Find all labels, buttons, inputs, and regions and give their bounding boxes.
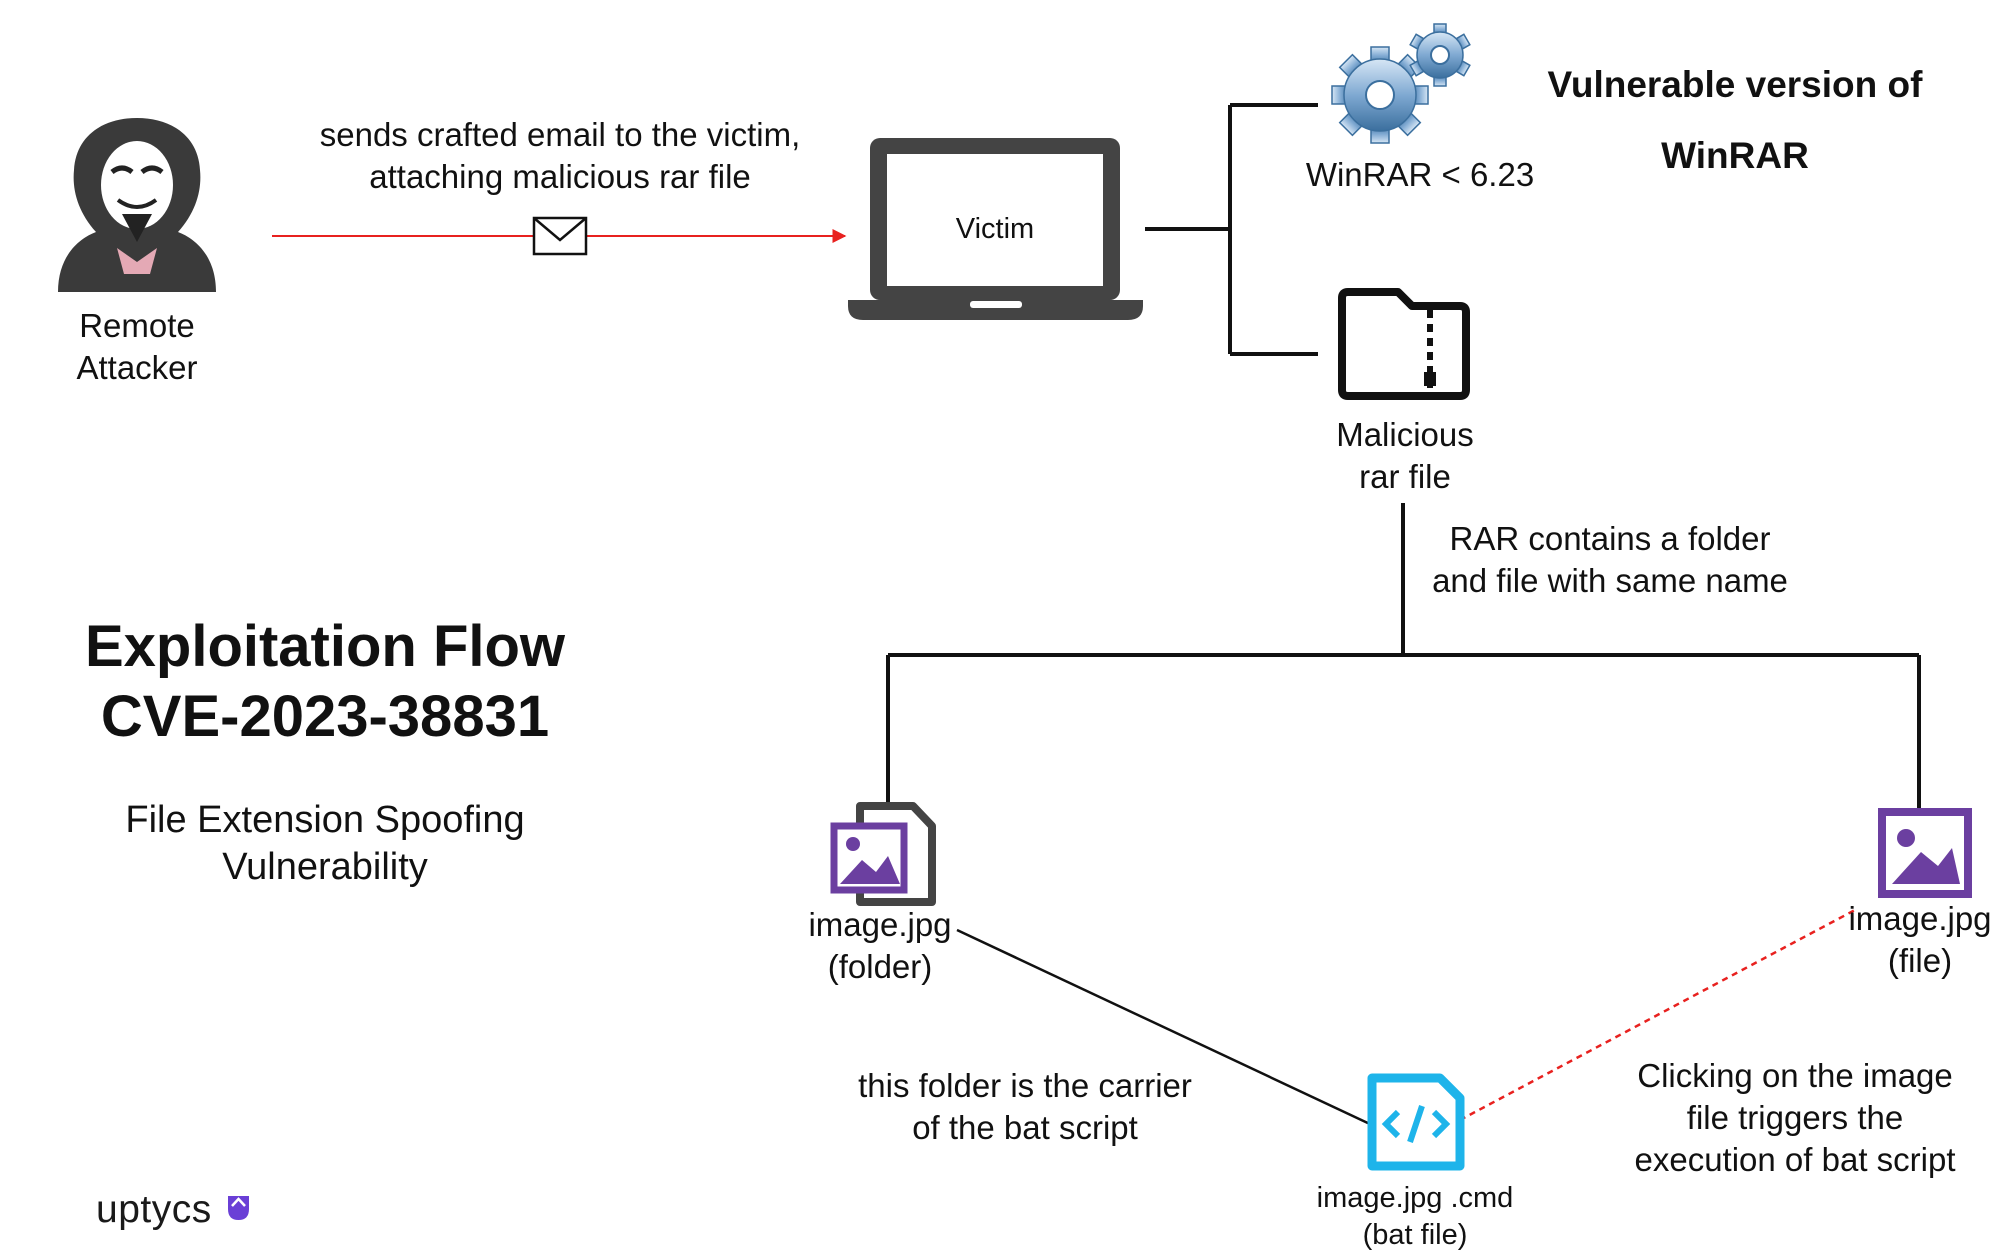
vulnerable-note-line2: WinRAR xyxy=(1661,135,1809,176)
file-label-line2: (file) xyxy=(1887,942,1953,979)
rar-contains-note-line2: and file with same name xyxy=(1432,562,1788,599)
uptycs-logo-icon xyxy=(228,1196,249,1220)
email-note-line1: sends crafted email to the victim, xyxy=(319,116,801,153)
winrar-version-label: WinRAR < 6.23 xyxy=(1305,156,1535,193)
carrier-note-line2: of the bat script xyxy=(912,1109,1138,1146)
clicking-note-line3: execution of bat script xyxy=(1634,1141,1956,1178)
rar-tree xyxy=(886,503,1921,808)
rar-contains-note-line1: RAR contains a folder xyxy=(1449,520,1771,557)
victim-label: Victim xyxy=(955,213,1035,245)
subtitle-line2: Vulnerability xyxy=(222,846,428,888)
folder-label-line1: image.jpg xyxy=(808,906,952,943)
envelope-icon xyxy=(532,216,588,256)
cve-id: CVE-2023-38831 xyxy=(100,684,550,749)
attacker-label-line2: Attacker xyxy=(76,349,198,386)
laptop-icon xyxy=(848,138,1143,320)
clicking-note-line2: file triggers the xyxy=(1686,1099,1904,1136)
folder-label-line2: (folder) xyxy=(827,948,933,985)
folder-to-bat-line xyxy=(956,928,1373,1127)
image-file-icon xyxy=(1878,808,1972,898)
code-file-icon xyxy=(1367,1073,1465,1171)
attacker-label-line1: Remote xyxy=(79,307,195,344)
diagram-title: Exploitation Flow xyxy=(84,614,566,679)
victim-bracket xyxy=(1145,103,1318,356)
file-label-line1: image.jpg xyxy=(1848,900,1992,937)
clicking-note-line1: Clicking on the image xyxy=(1637,1057,1953,1094)
gears-icon xyxy=(1331,23,1471,144)
rar-file-label-line2: rar file xyxy=(1359,458,1451,495)
carrier-note-line1: this folder is the carrier xyxy=(858,1067,1192,1104)
hooded-hacker-icon xyxy=(58,118,216,292)
rar-file-label-line1: Malicious xyxy=(1336,416,1474,453)
email-note-line2: attaching malicious rar file xyxy=(369,158,751,195)
bat-file-label-line1: image.jpg .cmd xyxy=(1316,1182,1514,1214)
vulnerable-note-line1: Vulnerable version of xyxy=(1547,64,1923,105)
file-to-bat-dashed-line xyxy=(1459,908,1856,1122)
brand-name: uptycs xyxy=(96,1188,212,1231)
bat-file-label-line2: (bat file) xyxy=(1362,1219,1468,1251)
image-folder-icon xyxy=(830,802,936,906)
zip-file-icon xyxy=(1338,288,1470,400)
subtitle-line1: File Extension Spoofing xyxy=(125,799,525,841)
